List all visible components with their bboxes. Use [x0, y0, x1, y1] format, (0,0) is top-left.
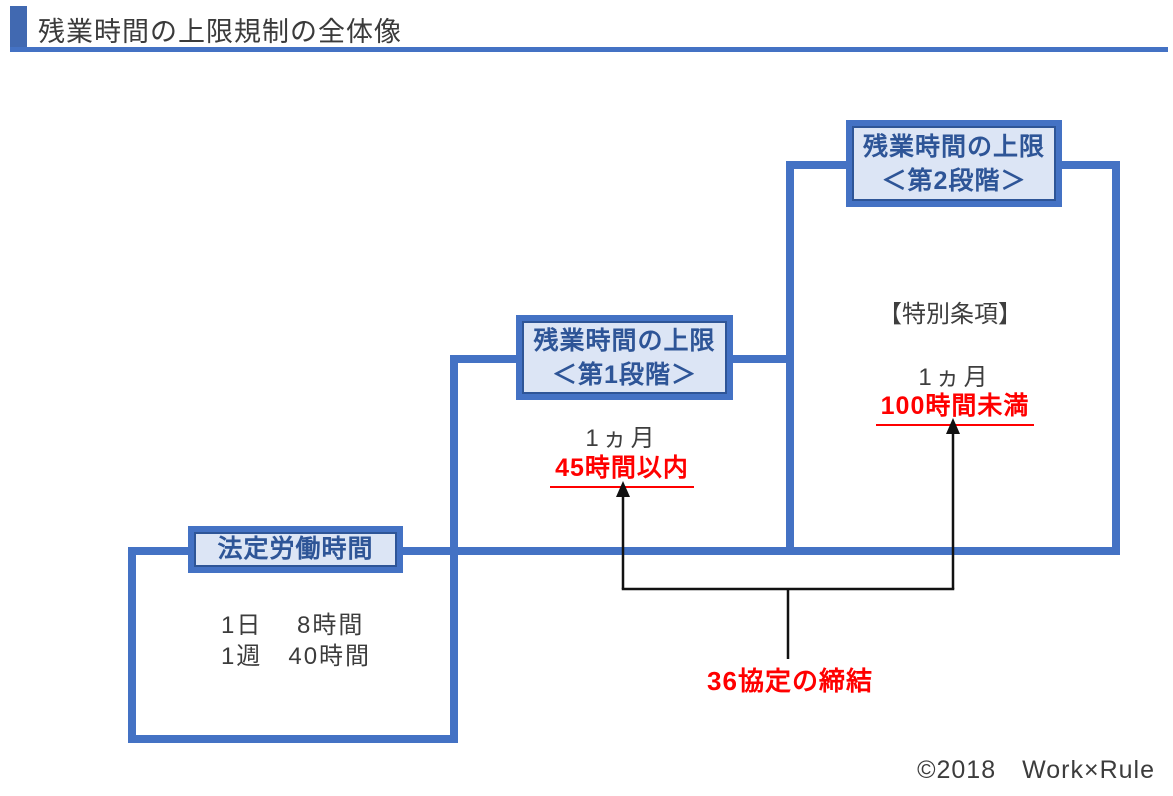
stage1-period: 1ヵ月 [585, 425, 659, 452]
title-accent-bar [10, 6, 27, 52]
statutory-hours-details: 1日 8時間 1週 40時間 [221, 610, 371, 672]
staircase-riser-2 [786, 161, 794, 555]
title-rule [10, 47, 1168, 52]
staircase-right-edge [1112, 161, 1120, 555]
stage1-limit-wrap: 45時間以内 [512, 448, 732, 488]
stage1-label-line1: 残業時間の上限 [533, 326, 716, 355]
stage1-limit: 45時間以内 [550, 448, 694, 488]
special-clause-heading: 【特別条項】 [878, 301, 1022, 328]
copyright: ©2018 Work×Rule [917, 756, 1155, 784]
statutory-detail-line1: 1日 8時間 [221, 612, 365, 639]
agreement-label: 36協定の締結 [707, 666, 873, 696]
statutory-hours-label: 法定労働時間 [217, 535, 374, 563]
page-title: 残業時間の上限規制の全体像 [38, 17, 402, 47]
stage1-label-box: 残業時間の上限 ＜第1段階＞ [516, 315, 733, 400]
stage2-label-box: 残業時間の上限 ＜第2段階＞ [846, 120, 1062, 207]
stage2-limit-wrap: 100時間未満 [845, 386, 1065, 426]
stage2-label-line1: 残業時間の上限 [862, 132, 1045, 161]
stage2-period: 1ヵ月 [918, 364, 992, 391]
stage1-label-line2: ＜第1段階＞ [552, 360, 697, 389]
staircase-riser-1 [450, 355, 458, 555]
statutory-detail-line2: 1週 40時間 [221, 643, 372, 670]
staircase-level1-line [458, 547, 1120, 555]
statutory-hours-label-box: 法定労働時間 [188, 526, 403, 573]
stage2-limit: 100時間未満 [875, 386, 1035, 426]
stage2-label-line2: ＜第2段階＞ [881, 166, 1027, 195]
